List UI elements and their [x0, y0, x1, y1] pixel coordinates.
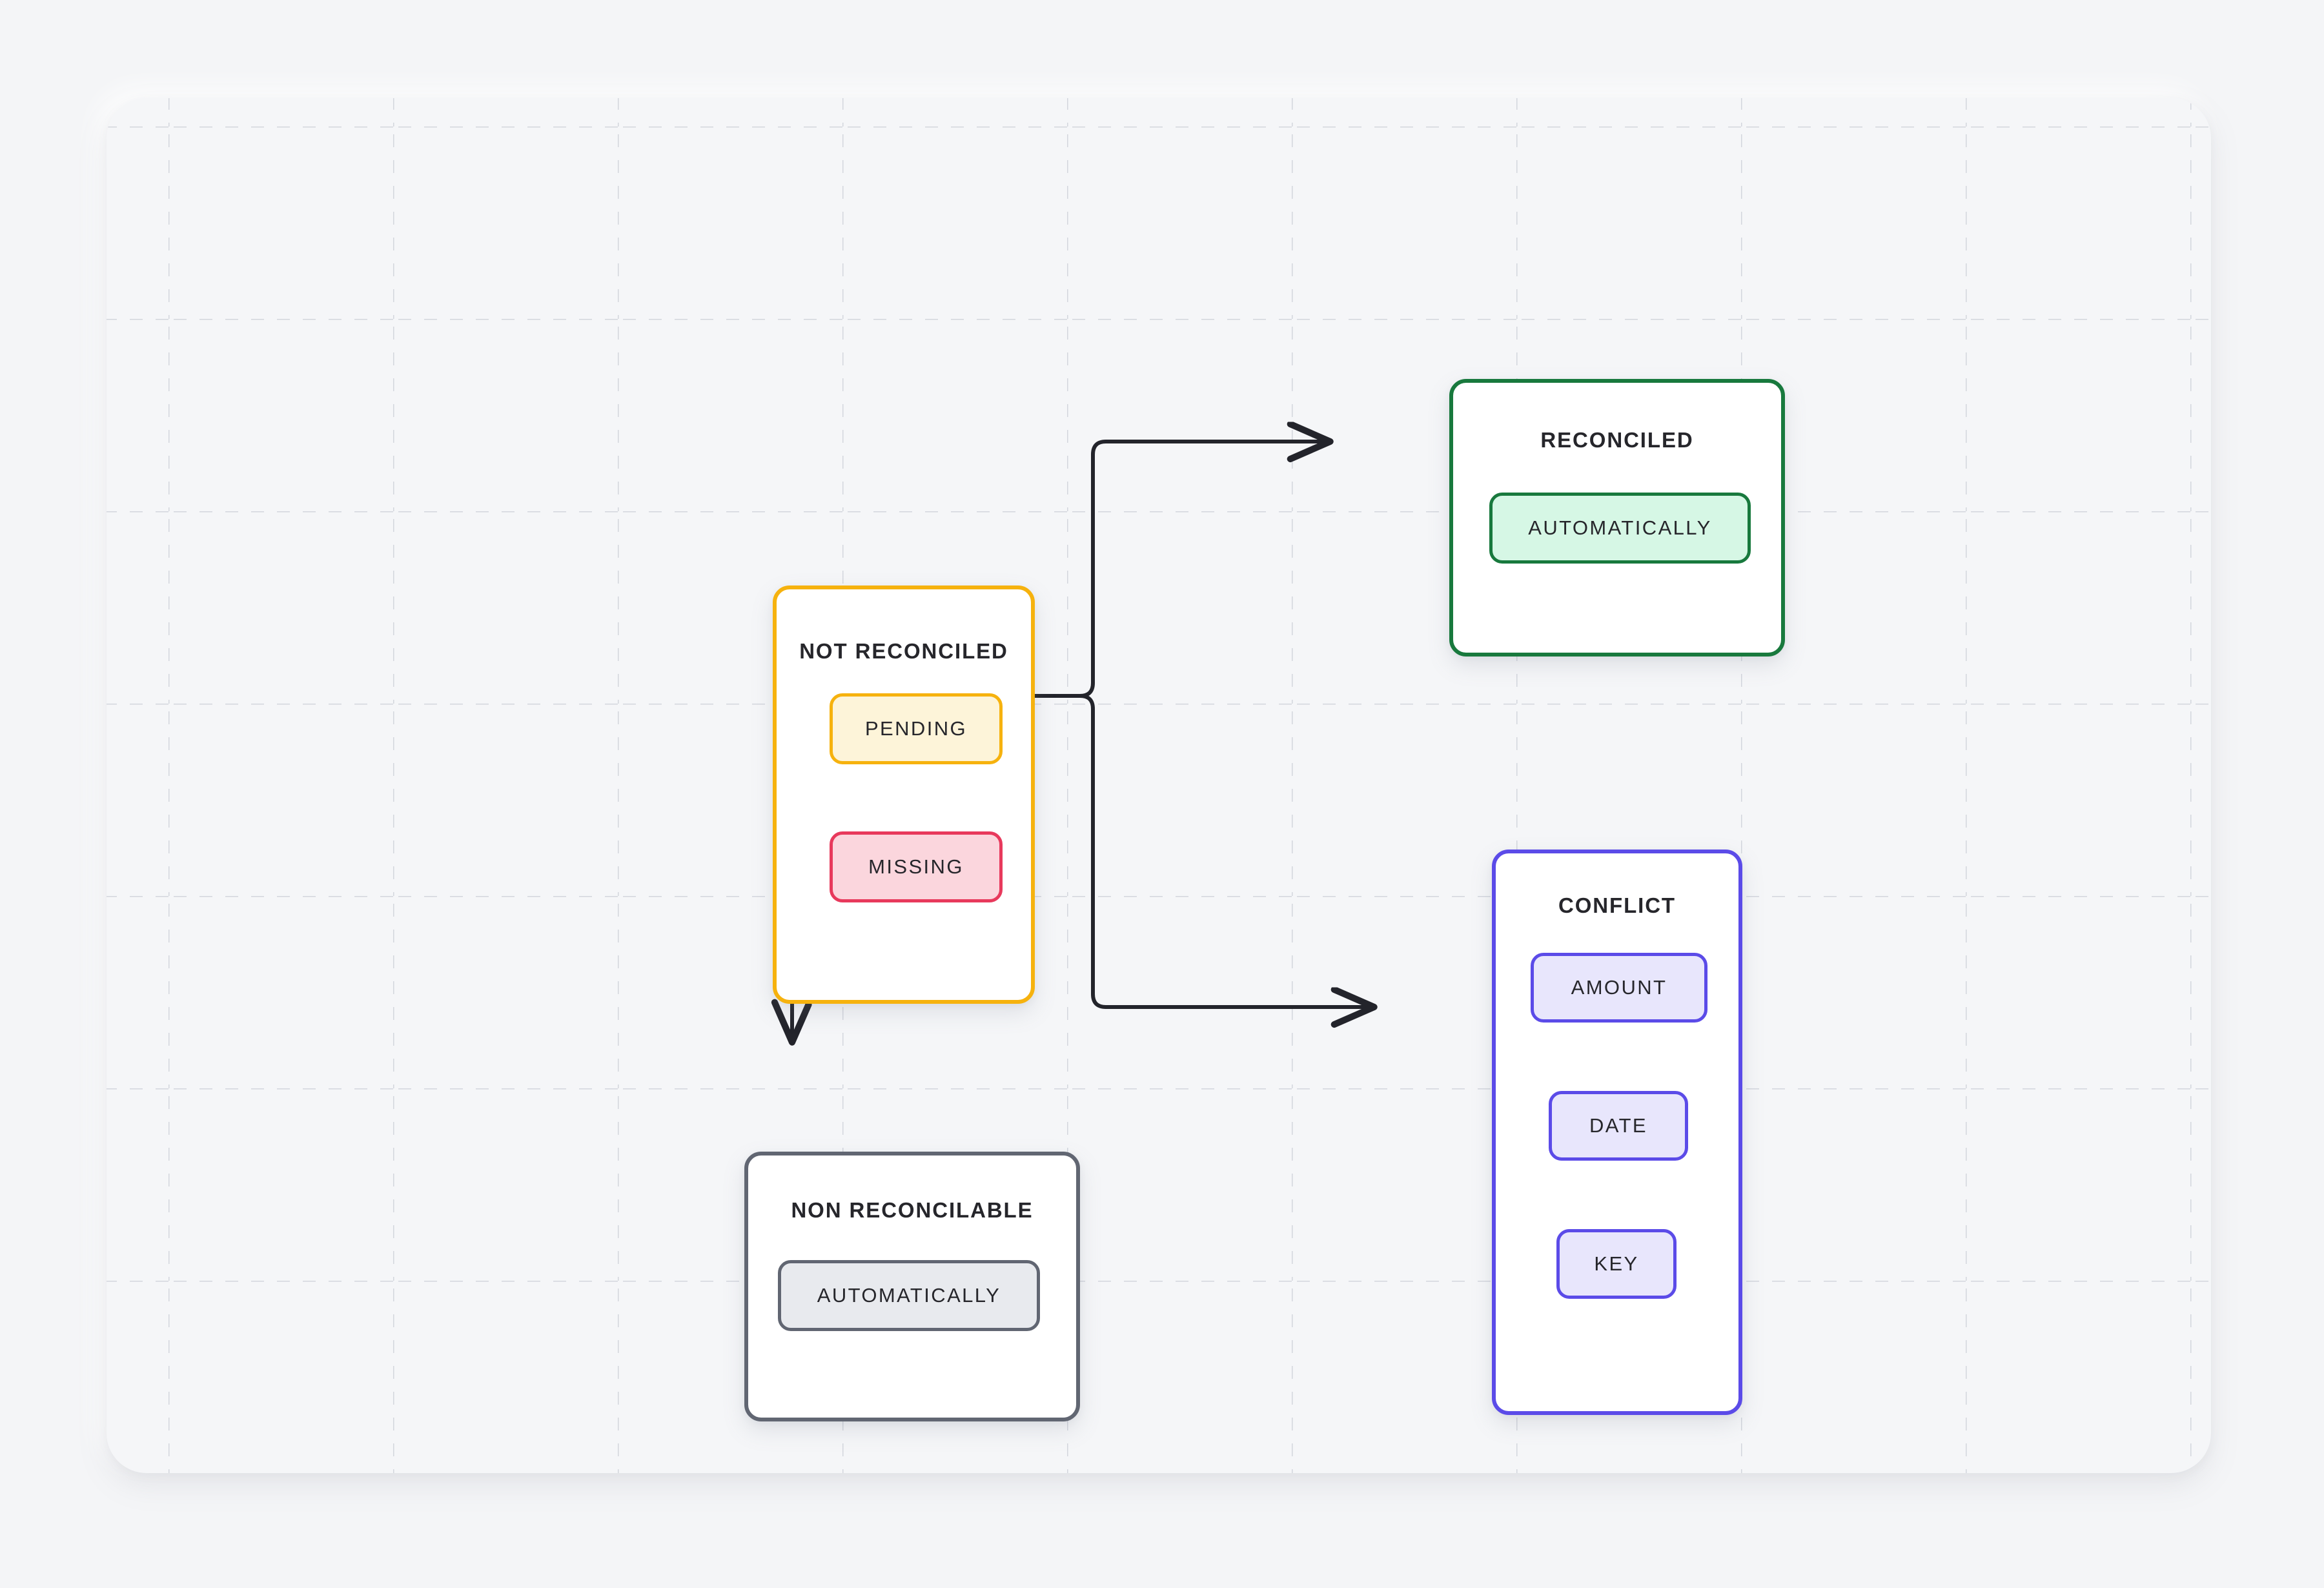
leaf-label-key: KEY	[1594, 1252, 1639, 1275]
leaf-label-automatically-non-reconcilable: AUTOMATICALLY	[817, 1284, 1001, 1307]
leaf-label-date: DATE	[1589, 1114, 1647, 1137]
node-title-conflict: CONFLICT	[1558, 893, 1676, 917]
leaf-node-automatically-non-reconcilable[interactable]: AUTOMATICALLY	[778, 1260, 1040, 1331]
leaf-node-amount[interactable]: AMOUNT	[1531, 953, 1707, 1023]
leaf-node-date[interactable]: DATE	[1549, 1091, 1688, 1161]
node-title-non-reconcilable: NON RECONCILABLE	[791, 1198, 1034, 1222]
leaf-node-automatically-reconciled[interactable]: AUTOMATICALLY	[1489, 493, 1751, 564]
leaf-label-amount: AMOUNT	[1571, 976, 1667, 999]
node-not-reconciled[interactable]: NOT RECONCILED	[773, 585, 1035, 1004]
background-grid	[107, 98, 2211, 1473]
flow-canvas[interactable]: NOT RECONCILED PENDING MISSING RECONCILE…	[107, 98, 2211, 1473]
leaf-node-missing[interactable]: MISSING	[830, 831, 1003, 902]
node-title-not-reconciled: NOT RECONCILED	[799, 639, 1008, 663]
leaf-label-pending: PENDING	[864, 717, 968, 740]
leaf-label-automatically-reconciled: AUTOMATICALLY	[1528, 516, 1712, 539]
leaf-node-key[interactable]: KEY	[1556, 1229, 1677, 1299]
node-title-reconciled: RECONCILED	[1540, 428, 1694, 452]
leaf-label-missing: MISSING	[868, 855, 964, 878]
leaf-node-pending[interactable]: PENDING	[830, 693, 1003, 764]
edge-layer	[107, 98, 2211, 1473]
